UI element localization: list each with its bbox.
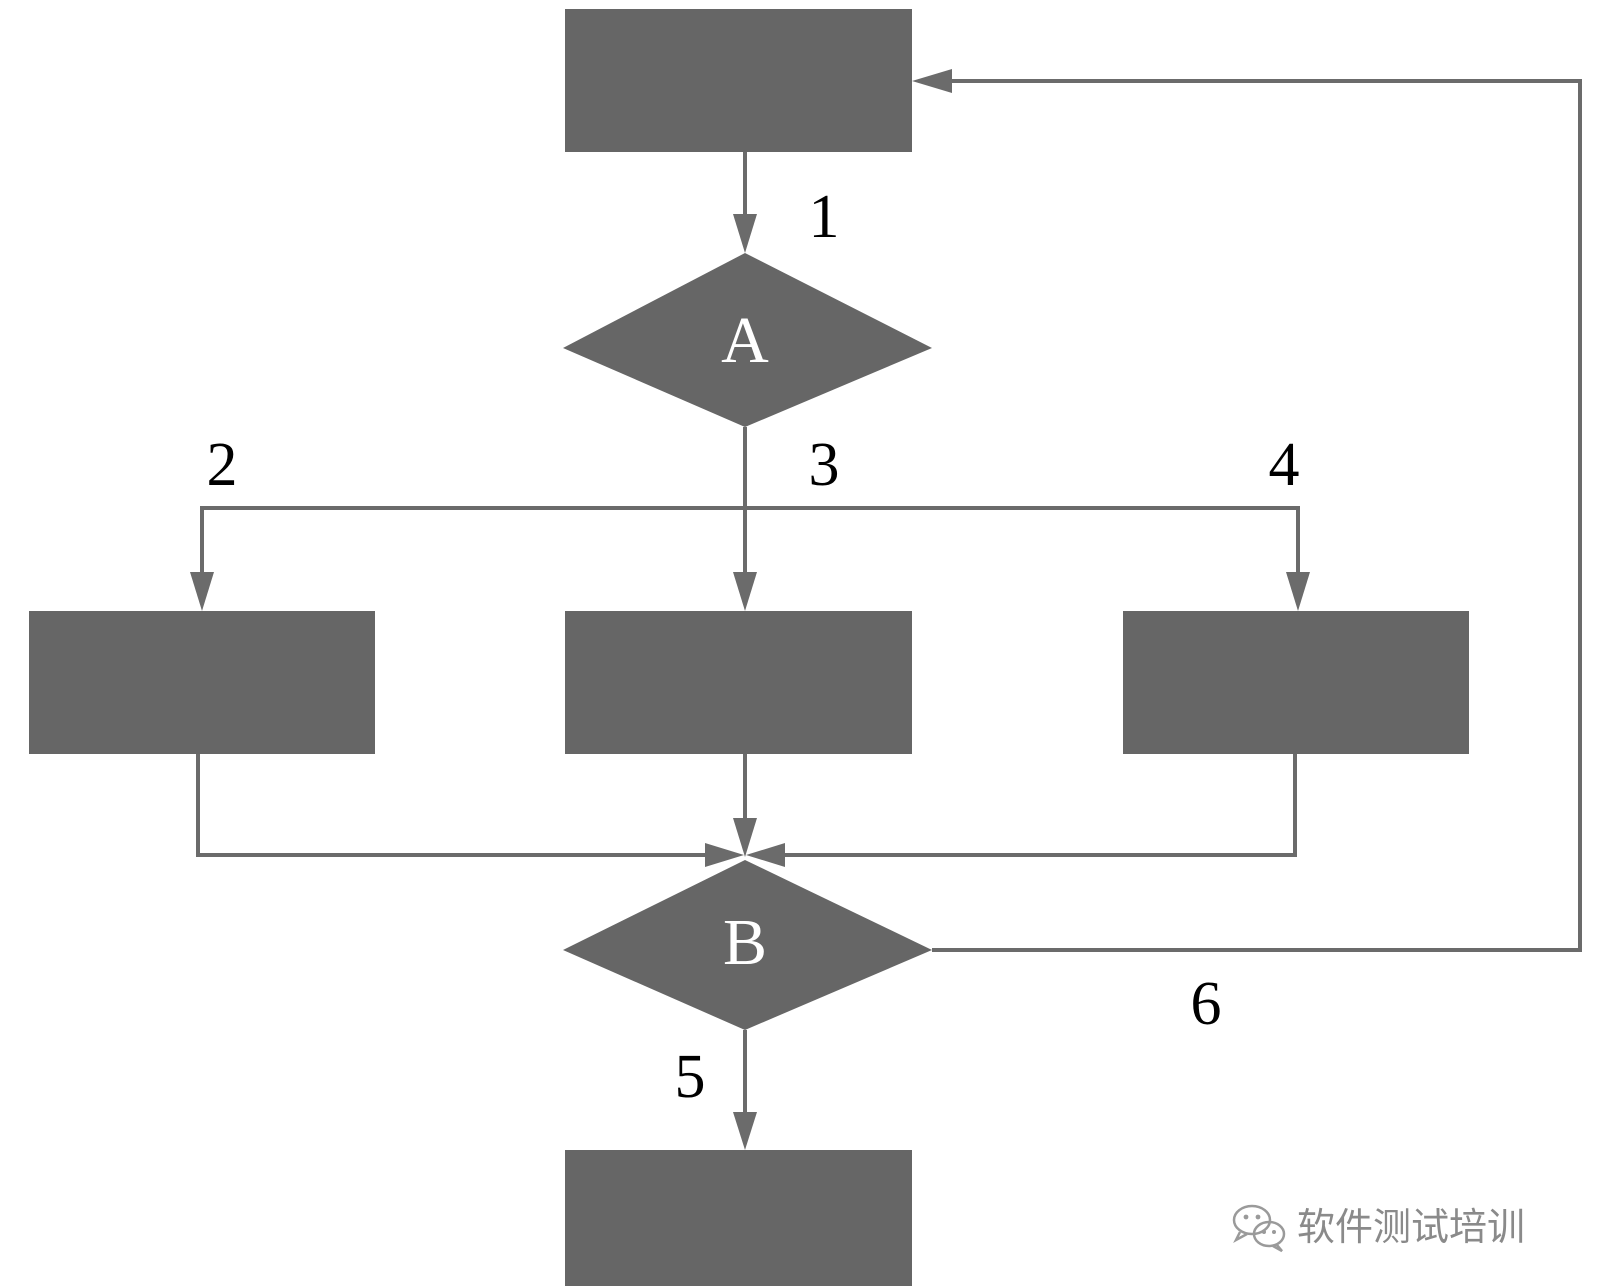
edge-label-4: 4 [1269, 431, 1300, 499]
edge-5-arrowhead [733, 1112, 757, 1150]
edge-left-to-b-arrowhead [705, 843, 744, 867]
node-right-box [1123, 611, 1469, 754]
edge-1-arrowhead [733, 214, 757, 253]
node-left-box [29, 611, 375, 754]
wechat-icon [1232, 1204, 1286, 1253]
node-b-diamond [563, 860, 932, 1030]
edge-left-to-b [196, 754, 715, 857]
watermark-text: 软件测试培训 [1297, 1205, 1525, 1249]
node-middle-box [565, 611, 912, 754]
edge-label-1: 1 [809, 183, 840, 251]
node-a-label: A [721, 304, 769, 377]
edge-label-5: 5 [675, 1043, 706, 1111]
edge-2-arrowhead [190, 572, 214, 611]
edge-4-arrowhead [1286, 572, 1310, 611]
node-start-box [565, 9, 912, 152]
edge-label-6: 6 [1191, 970, 1222, 1038]
edge-6-b-to-start [932, 79, 1582, 952]
node-end-box [565, 1150, 912, 1286]
node-b-label: B [723, 906, 767, 979]
edge-label-3: 3 [809, 431, 840, 499]
edge-right-to-b-arrowhead [746, 843, 785, 867]
node-a-diamond [563, 253, 932, 427]
edge-label-2: 2 [207, 431, 238, 499]
edge-right-to-b [775, 754, 1297, 857]
edge-3-arrowhead [733, 572, 757, 611]
edge-6-arrowhead [912, 69, 952, 93]
edge-middle-to-b-arrowhead [733, 818, 757, 857]
